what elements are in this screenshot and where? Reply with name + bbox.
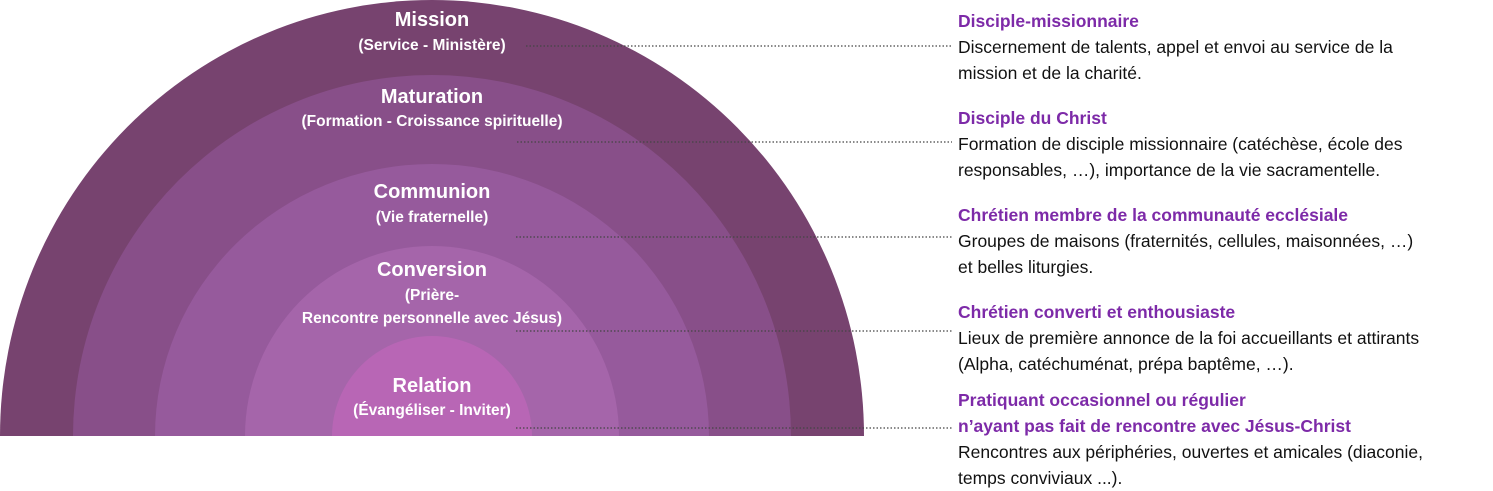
arc-relation xyxy=(332,336,532,436)
description-block-relation: Pratiquant occasionnel ou régulier n’aya… xyxy=(958,387,1493,491)
arc-title-conversion: Conversion xyxy=(376,259,488,281)
arc-subtitle-maturation: (Formation - Croissance spirituelle) xyxy=(301,113,563,130)
description-heading-line1: Pratiquant occasionnel ou régulier xyxy=(958,390,1246,410)
arc-title-relation: Relation xyxy=(392,375,472,397)
description-block-maturation: Disciple du Christ Formation de disciple… xyxy=(958,105,1493,183)
description-heading: Chrétien membre de la communauté ecclési… xyxy=(958,205,1349,225)
description-block-communion: Chrétien membre de la communauté ecclési… xyxy=(958,202,1493,280)
description-line: Groupes de maisons (fraternités, cellule… xyxy=(958,231,1414,251)
arc-subtitle-mission: (Service - Ministère) xyxy=(358,37,506,54)
description-line: temps conviviaux ...). xyxy=(958,468,1123,488)
description-line: Formation de disciple missionnaire (caté… xyxy=(958,134,1403,154)
description-block-mission: Disciple-missionnaire Discernement de ta… xyxy=(958,8,1493,86)
description-heading: Chrétien converti et enthousiaste xyxy=(958,302,1236,322)
arc-subtitle-relation: (Évangéliser - Inviter) xyxy=(353,402,511,419)
description-heading: Disciple du Christ xyxy=(958,108,1107,128)
description-line: Lieux de première annonce de la foi accu… xyxy=(958,328,1420,348)
description-line: et belles liturgies. xyxy=(958,257,1094,277)
arc-subtitle-communion: (Vie fraternelle) xyxy=(375,209,489,226)
description-block-conversion: Chrétien converti et enthousiaste Lieux … xyxy=(958,299,1493,377)
description-line: mission et de la charité. xyxy=(958,63,1142,83)
description-line: Rencontres aux périphéries, ouvertes et … xyxy=(958,442,1423,462)
arc-subtitle-conversion-line1: (Prière- xyxy=(404,287,460,304)
arc-title-mission: Mission xyxy=(394,9,470,31)
description-line: responsables, …), importance de la vie s… xyxy=(958,160,1381,180)
arc-subtitle-conversion-line2: Rencontre personnelle avec Jésus) xyxy=(301,310,563,327)
arc-title-communion: Communion xyxy=(373,181,491,203)
description-line: Discernement de talents, appel et envoi … xyxy=(958,37,1393,57)
description-heading: Disciple-missionnaire xyxy=(958,11,1139,31)
description-line: (Alpha, catéchuménat, prépa baptême, …). xyxy=(958,354,1294,374)
description-heading-line2: n’ayant pas fait de rencontre avec Jésus… xyxy=(958,416,1351,436)
arc-title-maturation: Maturation xyxy=(380,86,484,108)
